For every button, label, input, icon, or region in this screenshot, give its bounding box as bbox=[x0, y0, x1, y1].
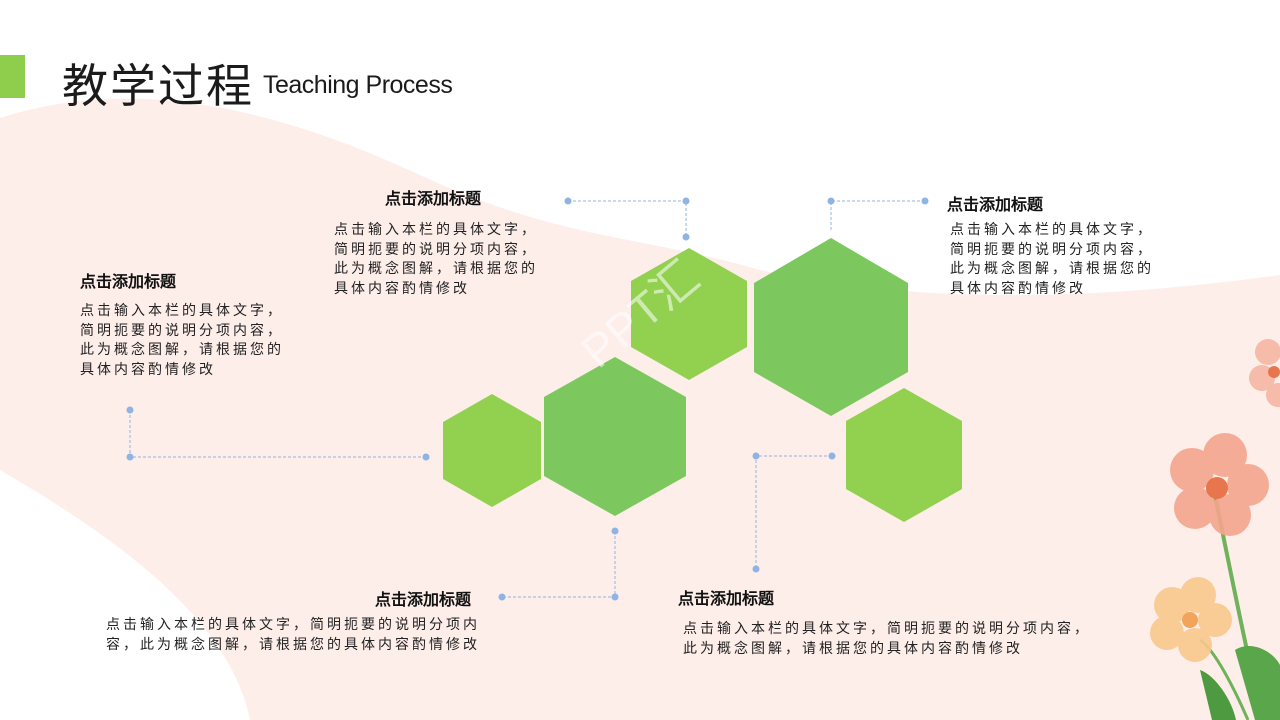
block-left: 点击添加标题 bbox=[80, 268, 176, 292]
block-body[interactable]: 点击输入本栏的具体文字，简明扼要的说明分项内容，此为概念图解，请根据您的具体内容… bbox=[334, 222, 538, 297]
block-top-right: 点击添加标题 bbox=[947, 191, 1043, 215]
title-accent-bar bbox=[0, 55, 25, 98]
block-body[interactable]: 点击输入本栏的具体文字，简明扼要的说明分项内容，此为概念图解，请根据您的具体内容… bbox=[950, 222, 1154, 297]
connector-dot bbox=[827, 197, 835, 205]
connector-dot bbox=[498, 593, 506, 601]
block-body[interactable]: 点击输入本栏的具体文字，简明扼要的说明分项内容，此为概念图解，请根据您的具体内容… bbox=[80, 303, 284, 378]
hexagon-top-large bbox=[754, 238, 908, 416]
block-title[interactable]: 点击添加标题 bbox=[375, 590, 472, 609]
connector-dot bbox=[126, 453, 134, 461]
connector-dot bbox=[828, 452, 836, 460]
connector-dot bbox=[126, 406, 134, 414]
connector-dot bbox=[611, 593, 619, 601]
block-title[interactable]: 点击添加标题 bbox=[947, 195, 1044, 214]
hexagon-top-small bbox=[631, 248, 747, 380]
block-title[interactable]: 点击添加标题 bbox=[385, 189, 482, 208]
connector-dot bbox=[921, 197, 929, 205]
block-bottom-left: 点击添加标题 bbox=[375, 586, 471, 610]
hexagon-center-large bbox=[544, 357, 686, 516]
connector-top-right bbox=[830, 200, 925, 230]
flower-yellow bbox=[1150, 577, 1232, 662]
block-top-left: 点击添加标题 bbox=[385, 185, 481, 209]
page-subtitle: Teaching Process bbox=[263, 71, 453, 99]
hexagon-left-small bbox=[443, 394, 541, 507]
flower-large bbox=[1170, 433, 1269, 536]
page-title: 教学过程 bbox=[62, 59, 254, 113]
block-body[interactable]: 点击输入本栏的具体文字，简明扼要的说明分项内容，此为概念图解，请根据您的具体内容… bbox=[106, 617, 480, 653]
block-body[interactable]: 点击输入本栏的具体文字，简明扼要的说明分项内容，此为概念图解，请根据您的具体内容… bbox=[683, 621, 1091, 657]
block-bottom-right: 点击添加标题 bbox=[678, 585, 774, 609]
block-title[interactable]: 点击添加标题 bbox=[80, 272, 177, 291]
hexagon-right-small bbox=[846, 388, 962, 522]
connector-dots bbox=[126, 197, 929, 601]
connector-dot bbox=[611, 527, 619, 535]
connector-dot bbox=[682, 197, 690, 205]
block-title[interactable]: 点击添加标题 bbox=[678, 589, 775, 608]
connector-dot bbox=[422, 453, 430, 461]
connector-dot bbox=[752, 565, 760, 573]
flower-illustration bbox=[1150, 339, 1280, 720]
connector-dot bbox=[564, 197, 572, 205]
connector-dot bbox=[752, 452, 760, 460]
connector-dot bbox=[682, 233, 690, 241]
